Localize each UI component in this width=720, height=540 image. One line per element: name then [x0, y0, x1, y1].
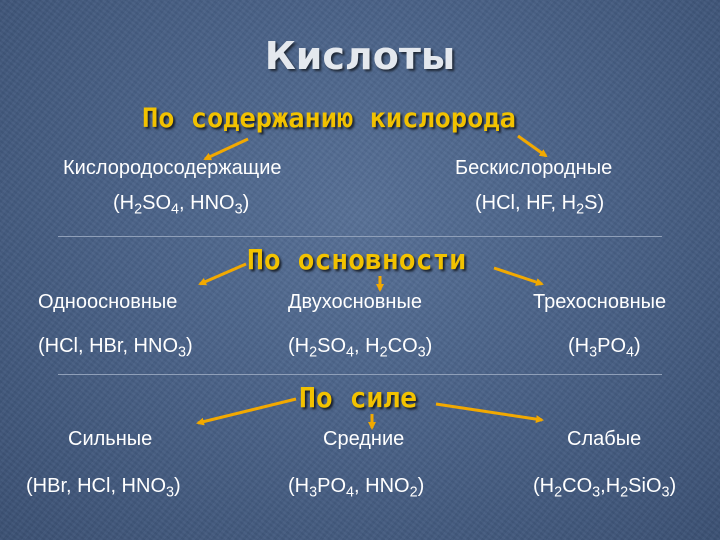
arrow-oxygen-right	[517, 134, 548, 158]
arrow-basicity-left	[198, 262, 247, 286]
heading-by-basicity: По основности	[247, 243, 467, 276]
arrow-oxygen-left	[203, 137, 249, 161]
category-dibasic: Двухосновные	[288, 291, 422, 313]
examples-tribasic: (H3PO4)	[568, 335, 641, 361]
examples-monobasic: (HCl, HBr, HNO3)	[38, 335, 193, 361]
heading-by-strength: По силе	[299, 381, 418, 414]
arrow-strength-left	[196, 397, 297, 426]
category-monobasic: Одноосновные	[38, 291, 178, 313]
examples-medium: (H3PO4, HNO2)	[288, 475, 425, 501]
page-title: Кислоты	[264, 34, 456, 78]
category-weak: Слабые	[567, 428, 642, 450]
examples-strong: (HBr, HCl, HNO3)	[26, 475, 181, 501]
divider-1	[58, 236, 662, 237]
category-tribasic: Трехосновные	[533, 291, 667, 313]
examples-weak: (H2CO3,H2SiO3)	[533, 475, 677, 501]
arrow-basicity-right	[493, 266, 544, 286]
arrow-strength-right	[435, 402, 544, 424]
category-medium: Средние	[323, 428, 405, 450]
category-strong: Сильные	[68, 428, 153, 450]
category-oxygen-free: Бескислородные	[455, 157, 613, 179]
examples-oxygen-free: (HCl, HF, H2S)	[475, 192, 605, 218]
examples-dibasic: (H2SO4, H2CO3)	[288, 335, 433, 361]
category-oxygen-containing: Кислородосодержащие	[63, 157, 282, 179]
divider-2	[58, 374, 662, 375]
heading-by-oxygen: По содержанию кислорода	[142, 103, 516, 134]
examples-oxygen-containing: (H2SO4, HNO3)	[113, 192, 250, 218]
